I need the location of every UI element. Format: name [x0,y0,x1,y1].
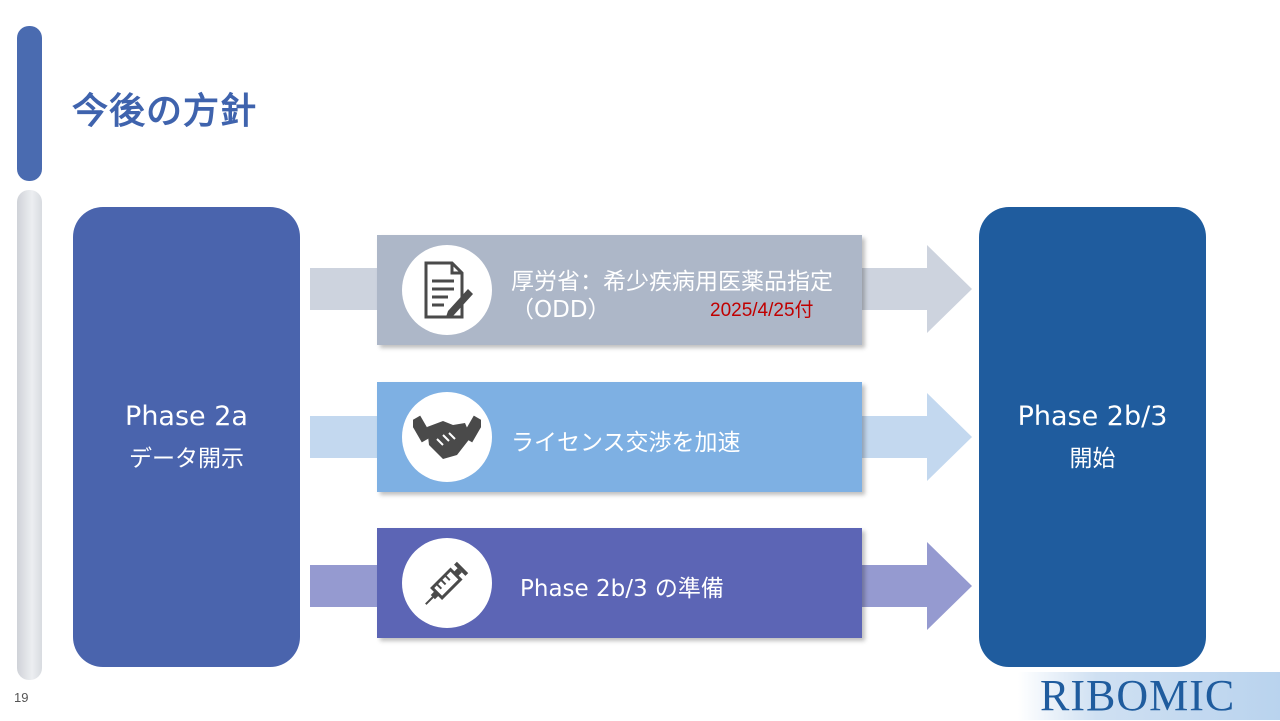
phase-2a-box: Phase 2a データ開示 [73,207,300,667]
odd-date: 2025/4/25付 [710,300,814,321]
ribomic-logo: RIBOMIC [1040,671,1236,720]
phase-right-line1: Phase 2b/3 [1017,401,1168,432]
odd-text-line1: 厚労省：希少疾病用医薬品指定 [511,269,833,295]
document-edit-icon [402,245,492,335]
license-text: ライセンス交渉を加速 [511,430,741,456]
syringe-icon [402,538,492,628]
accent-bar-bottom [17,190,42,680]
phase-left-line2: データ開示 [129,446,244,472]
accent-bar-top [17,26,42,181]
phase-2b3-box: Phase 2b/3 開始 [979,207,1206,667]
logo-background [1018,672,1280,720]
handshake-icon [402,392,492,482]
phase-left-line1: Phase 2a [125,401,248,432]
phase-prep-text: Phase 2b/3 の準備 [520,576,724,602]
page-number: 19 [14,690,29,705]
slide-title: 今後の方針 [72,91,258,132]
phase-right-line2: 開始 [1069,446,1116,472]
odd-text-line2: （ODD） [511,297,611,323]
